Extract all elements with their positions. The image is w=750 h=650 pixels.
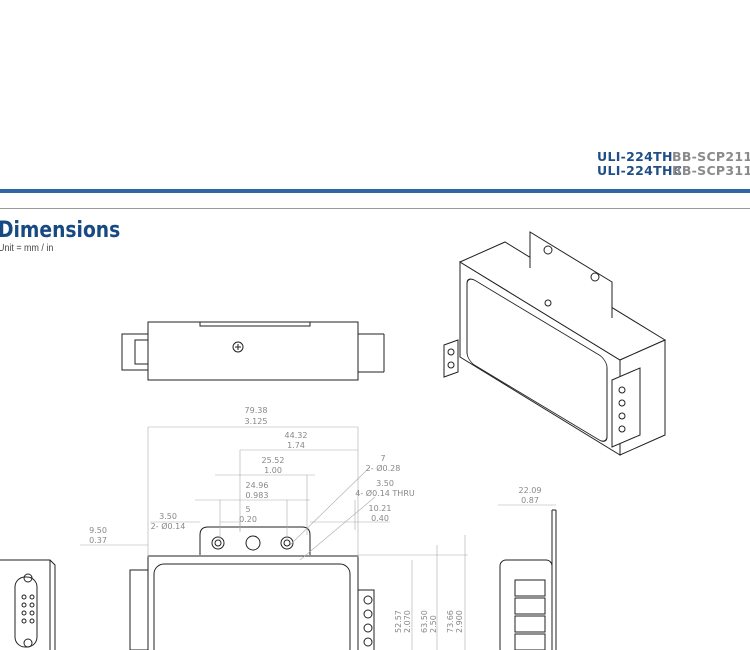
dim-22-mm: 22.09 bbox=[519, 486, 542, 495]
side-view-right bbox=[499, 509, 557, 650]
header-bar bbox=[0, 189, 750, 193]
h-73-mm: 73.66 bbox=[446, 610, 455, 633]
dim-22-in: 0.87 bbox=[521, 496, 539, 505]
h-73-in: 2.900 bbox=[455, 610, 464, 633]
hole-left-in: 2- Ø0.14 bbox=[151, 521, 186, 531]
hole-7-in: 2- Ø0.28 bbox=[366, 463, 401, 473]
part-number-2: BB-SCP311T-I bbox=[672, 163, 750, 178]
unit-label: Unit = mm / in bbox=[0, 242, 54, 254]
model-number-1: ULI-224TH bbox=[597, 149, 673, 164]
dim-5-mm: 5 bbox=[245, 505, 250, 514]
dim-24-mm: 24.96 bbox=[246, 481, 269, 490]
dimension-labels: 79.38 3.125 44.32 1.74 25.52 1.00 24.96 … bbox=[89, 406, 541, 633]
hole-left-mm: 3.50 bbox=[159, 512, 177, 521]
side-view-left bbox=[0, 559, 56, 650]
h-52-in: 2.070 bbox=[403, 610, 412, 633]
dim-24-in: 0.983 bbox=[246, 491, 269, 500]
dim-10-in: 0.40 bbox=[371, 514, 389, 523]
part-number-1: BB-SCP211-D bbox=[672, 149, 750, 164]
dim-10-mm: 10.21 bbox=[369, 504, 392, 513]
hole-7-mm: 7 bbox=[380, 454, 385, 463]
divider bbox=[0, 208, 750, 209]
dim-9-mm: 9.50 bbox=[89, 526, 107, 535]
dim-9-in: 0.37 bbox=[89, 536, 107, 545]
model-number-2: ULI-224THC bbox=[597, 163, 683, 178]
iso-view bbox=[443, 231, 667, 456]
h-63-in: 2.50 bbox=[429, 615, 438, 633]
dim-44-in: 1.74 bbox=[287, 441, 305, 450]
dim-79-in: 3.125 bbox=[245, 417, 268, 426]
hole-thru-mm: 3.50 bbox=[376, 479, 394, 488]
hole-thru-in: 4- Ø0.14 THRU bbox=[355, 488, 415, 498]
front-view bbox=[129, 526, 375, 650]
top-view bbox=[121, 321, 385, 381]
dim-25-in: 1.00 bbox=[264, 466, 282, 475]
h-63-mm: 63.50 bbox=[420, 610, 429, 633]
dim-5-in: 0.20 bbox=[239, 515, 257, 524]
dim-44-mm: 44.32 bbox=[285, 431, 308, 440]
section-title: Dimensions bbox=[0, 218, 121, 243]
dim-79-mm: 79.38 bbox=[245, 406, 268, 415]
h-52-mm: 52.57 bbox=[394, 610, 403, 633]
dimension-lines bbox=[80, 426, 556, 650]
dim-25-mm: 25.52 bbox=[262, 456, 285, 465]
